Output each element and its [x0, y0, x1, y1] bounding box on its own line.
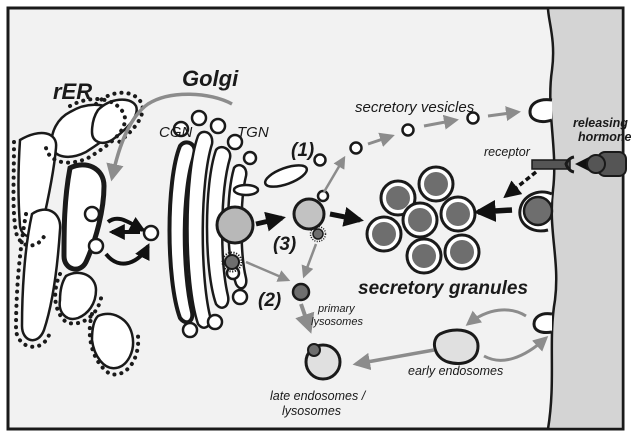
- path-2-label: (2): [258, 290, 281, 311]
- primary-lysosomes-label-line2: lysosomes: [311, 316, 363, 328]
- early-endosome: [434, 330, 478, 363]
- path-3-label: (3): [273, 234, 296, 255]
- late-endosomes-label-line2: lysosomes: [282, 404, 341, 418]
- secretory-vesicle: [403, 125, 414, 136]
- releasing-hormone-head: [587, 155, 605, 173]
- late-endosomes-label-line1: late endosomes /: [270, 389, 367, 403]
- docked-granule-core: [524, 197, 552, 225]
- cgn-label: CGN: [159, 124, 193, 141]
- secretory-vesicle: [315, 155, 326, 166]
- rer-label: rER: [53, 79, 92, 104]
- path-1-label: (1): [291, 140, 314, 161]
- clathrin-coated-bud: [225, 255, 239, 269]
- immature-granule: [217, 207, 253, 243]
- extracellular-space: [548, 8, 623, 429]
- tgn-label: TGN: [237, 124, 269, 141]
- maturing-granule: [294, 199, 324, 229]
- secretory-vesicles-label: secretory vesicles: [355, 99, 475, 116]
- er-vesicle: [89, 239, 103, 253]
- er-vesicle: [85, 207, 99, 221]
- early-endosomes-label: early endosomes: [408, 364, 503, 378]
- late-endosome-core: [308, 344, 320, 356]
- releasing-hormone-label-line2: hormone: [578, 130, 631, 144]
- budding-vesicle: [318, 191, 328, 201]
- golgi-label: Golgi: [182, 66, 239, 91]
- endocytic-pit: [534, 314, 552, 333]
- exocytosis-pore: [530, 100, 552, 122]
- secretory-vesicle: [351, 143, 362, 154]
- granule-exocytosis-arrow: [478, 210, 512, 212]
- er-golgi-vesicle: [144, 226, 158, 240]
- receptor-label: receptor: [484, 145, 531, 159]
- releasing-hormone-label-line1: releasing: [573, 116, 628, 130]
- primary-lysosomes-label-line1: primary: [317, 303, 356, 315]
- primary-lysosome: [293, 284, 309, 300]
- receptor: [532, 160, 570, 169]
- coated-bud: [313, 229, 323, 239]
- secretory-granules-label: secretory granules: [358, 278, 528, 299]
